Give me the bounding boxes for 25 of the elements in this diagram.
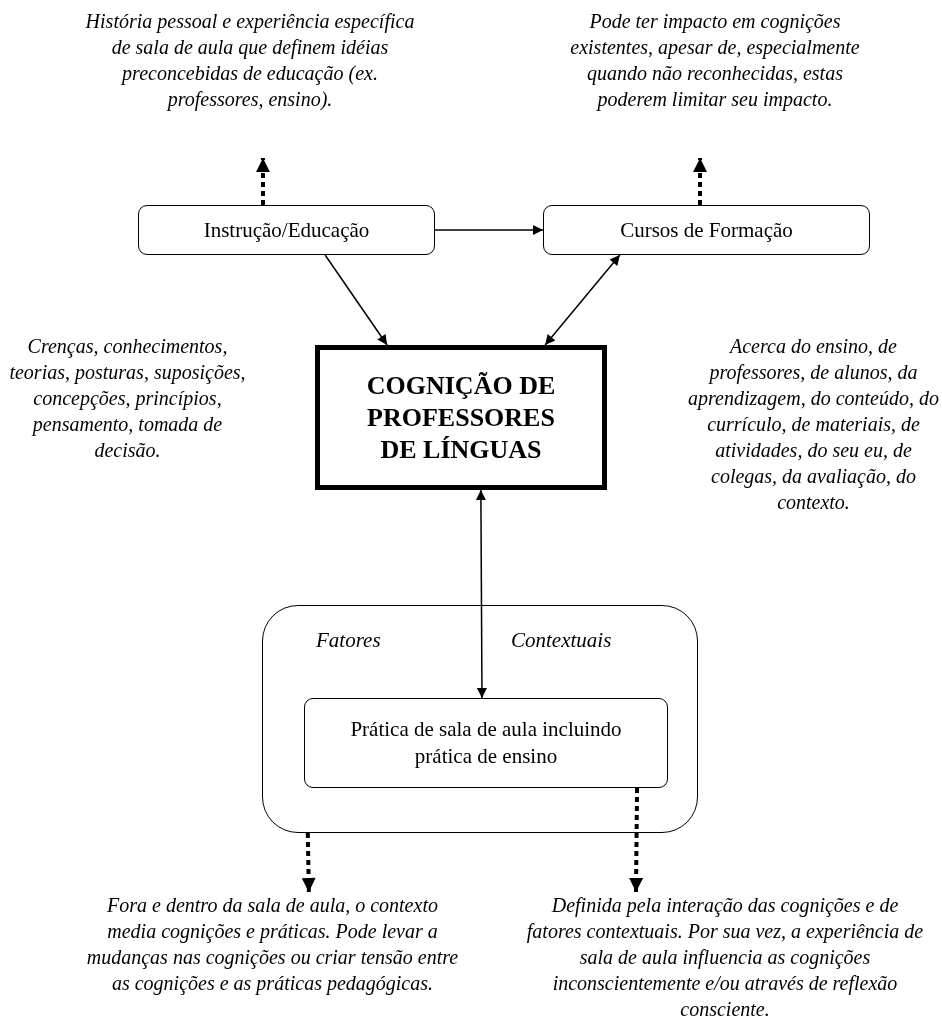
group-label: Fatores — [316, 628, 381, 653]
dotted-arrow — [256, 158, 270, 205]
box-label: Cursos de Formação — [620, 216, 793, 244]
box-label: Instrução/Educação — [203, 216, 370, 244]
arrow — [544, 254, 621, 346]
note-text: Fora e dentro da sala de aula, o contexto media cognições e práticas. Pode levar a mudanças nas cognições ou criar tensão entre as cognições e as práticas pedagógicas. — [85, 893, 460, 996]
process-box — [543, 205, 870, 255]
box-label: Prática de sala de aula incluindo prática de ensino — [349, 716, 623, 770]
note-text: Definida pela interação das cognições e de fatores contextuais. Por sua vez, a experiência de sala de aula influencia as cognições inconscientemente e/ou através de reflexão consciente. — [525, 893, 925, 1022]
group-label: Contextuais — [511, 628, 612, 653]
central-concept-box — [315, 345, 607, 490]
process-box — [304, 698, 668, 788]
dotted-arrow — [629, 787, 644, 893]
dotted-arrow — [693, 158, 708, 205]
box-label: COGNIÇÃO DE PROFESSORES DE LÍNGUAS — [365, 369, 557, 466]
arrow — [324, 254, 388, 346]
note-text: Crenças, conhecimentos, teorias, posturas, suposições, concepções, princípios, pensamento, tomada de decisão. — [8, 334, 247, 463]
dotted-arrow — [301, 832, 316, 893]
note-text: Pode ter impacto em cognições existentes, apesar de, especialmente quando não reconhecidas, estas poderem limitar seu impacto. — [569, 9, 861, 112]
note-text: Acerca do ensino, de professores, de alunos, da aprendizagem, do conteúdo, do currículo, de materiais, de atividades, do seu eu, de colegas, da avaliação, do contexto. — [687, 334, 940, 515]
arrow — [434, 225, 544, 235]
group-frame — [262, 605, 698, 833]
arrow — [475, 489, 487, 699]
process-box — [138, 205, 435, 255]
note-text: História pessoal e experiência específica de sala de aula que definem idéias preconcebidas de educação (ex. professores, ensino). — [84, 9, 416, 112]
